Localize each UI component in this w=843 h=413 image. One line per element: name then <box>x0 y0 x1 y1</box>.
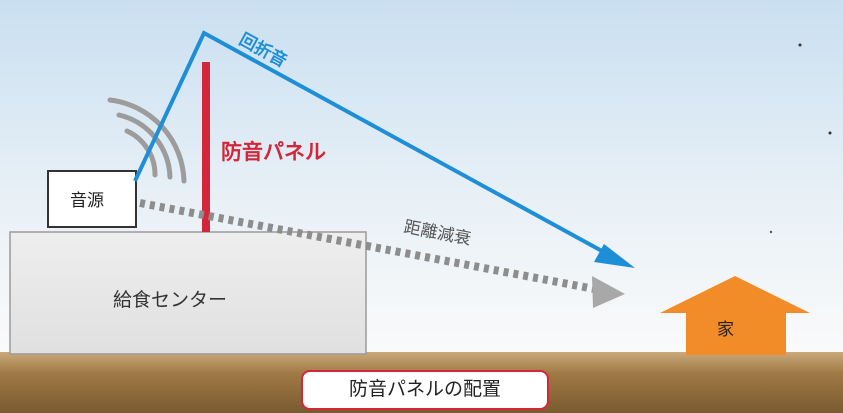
caption-text: 防音パネルの配置 <box>348 378 501 400</box>
speck <box>798 43 802 47</box>
lunch-center-label: 給食センター <box>113 289 228 311</box>
house-label: 家 <box>717 320 734 340</box>
lunch-center-building <box>9 231 367 355</box>
distance-attenuation-arrowhead <box>592 276 625 308</box>
soundproof-panel <box>202 62 210 232</box>
soundproof-panel-label: 防音パネル <box>221 140 326 164</box>
house-roof <box>660 276 810 313</box>
distance-attenuation-path <box>139 199 601 294</box>
sound-wave-arc <box>124 128 158 178</box>
diffracted-sound-arrowhead <box>594 244 635 268</box>
caption-box: 防音パネルの配置 <box>301 370 549 410</box>
sound-source-label: 音源 <box>70 191 104 211</box>
sound-source-box <box>47 170 137 228</box>
speck <box>769 230 773 234</box>
diffracted-sound-path <box>133 30 623 264</box>
house-body <box>686 311 786 355</box>
speck <box>828 131 832 135</box>
